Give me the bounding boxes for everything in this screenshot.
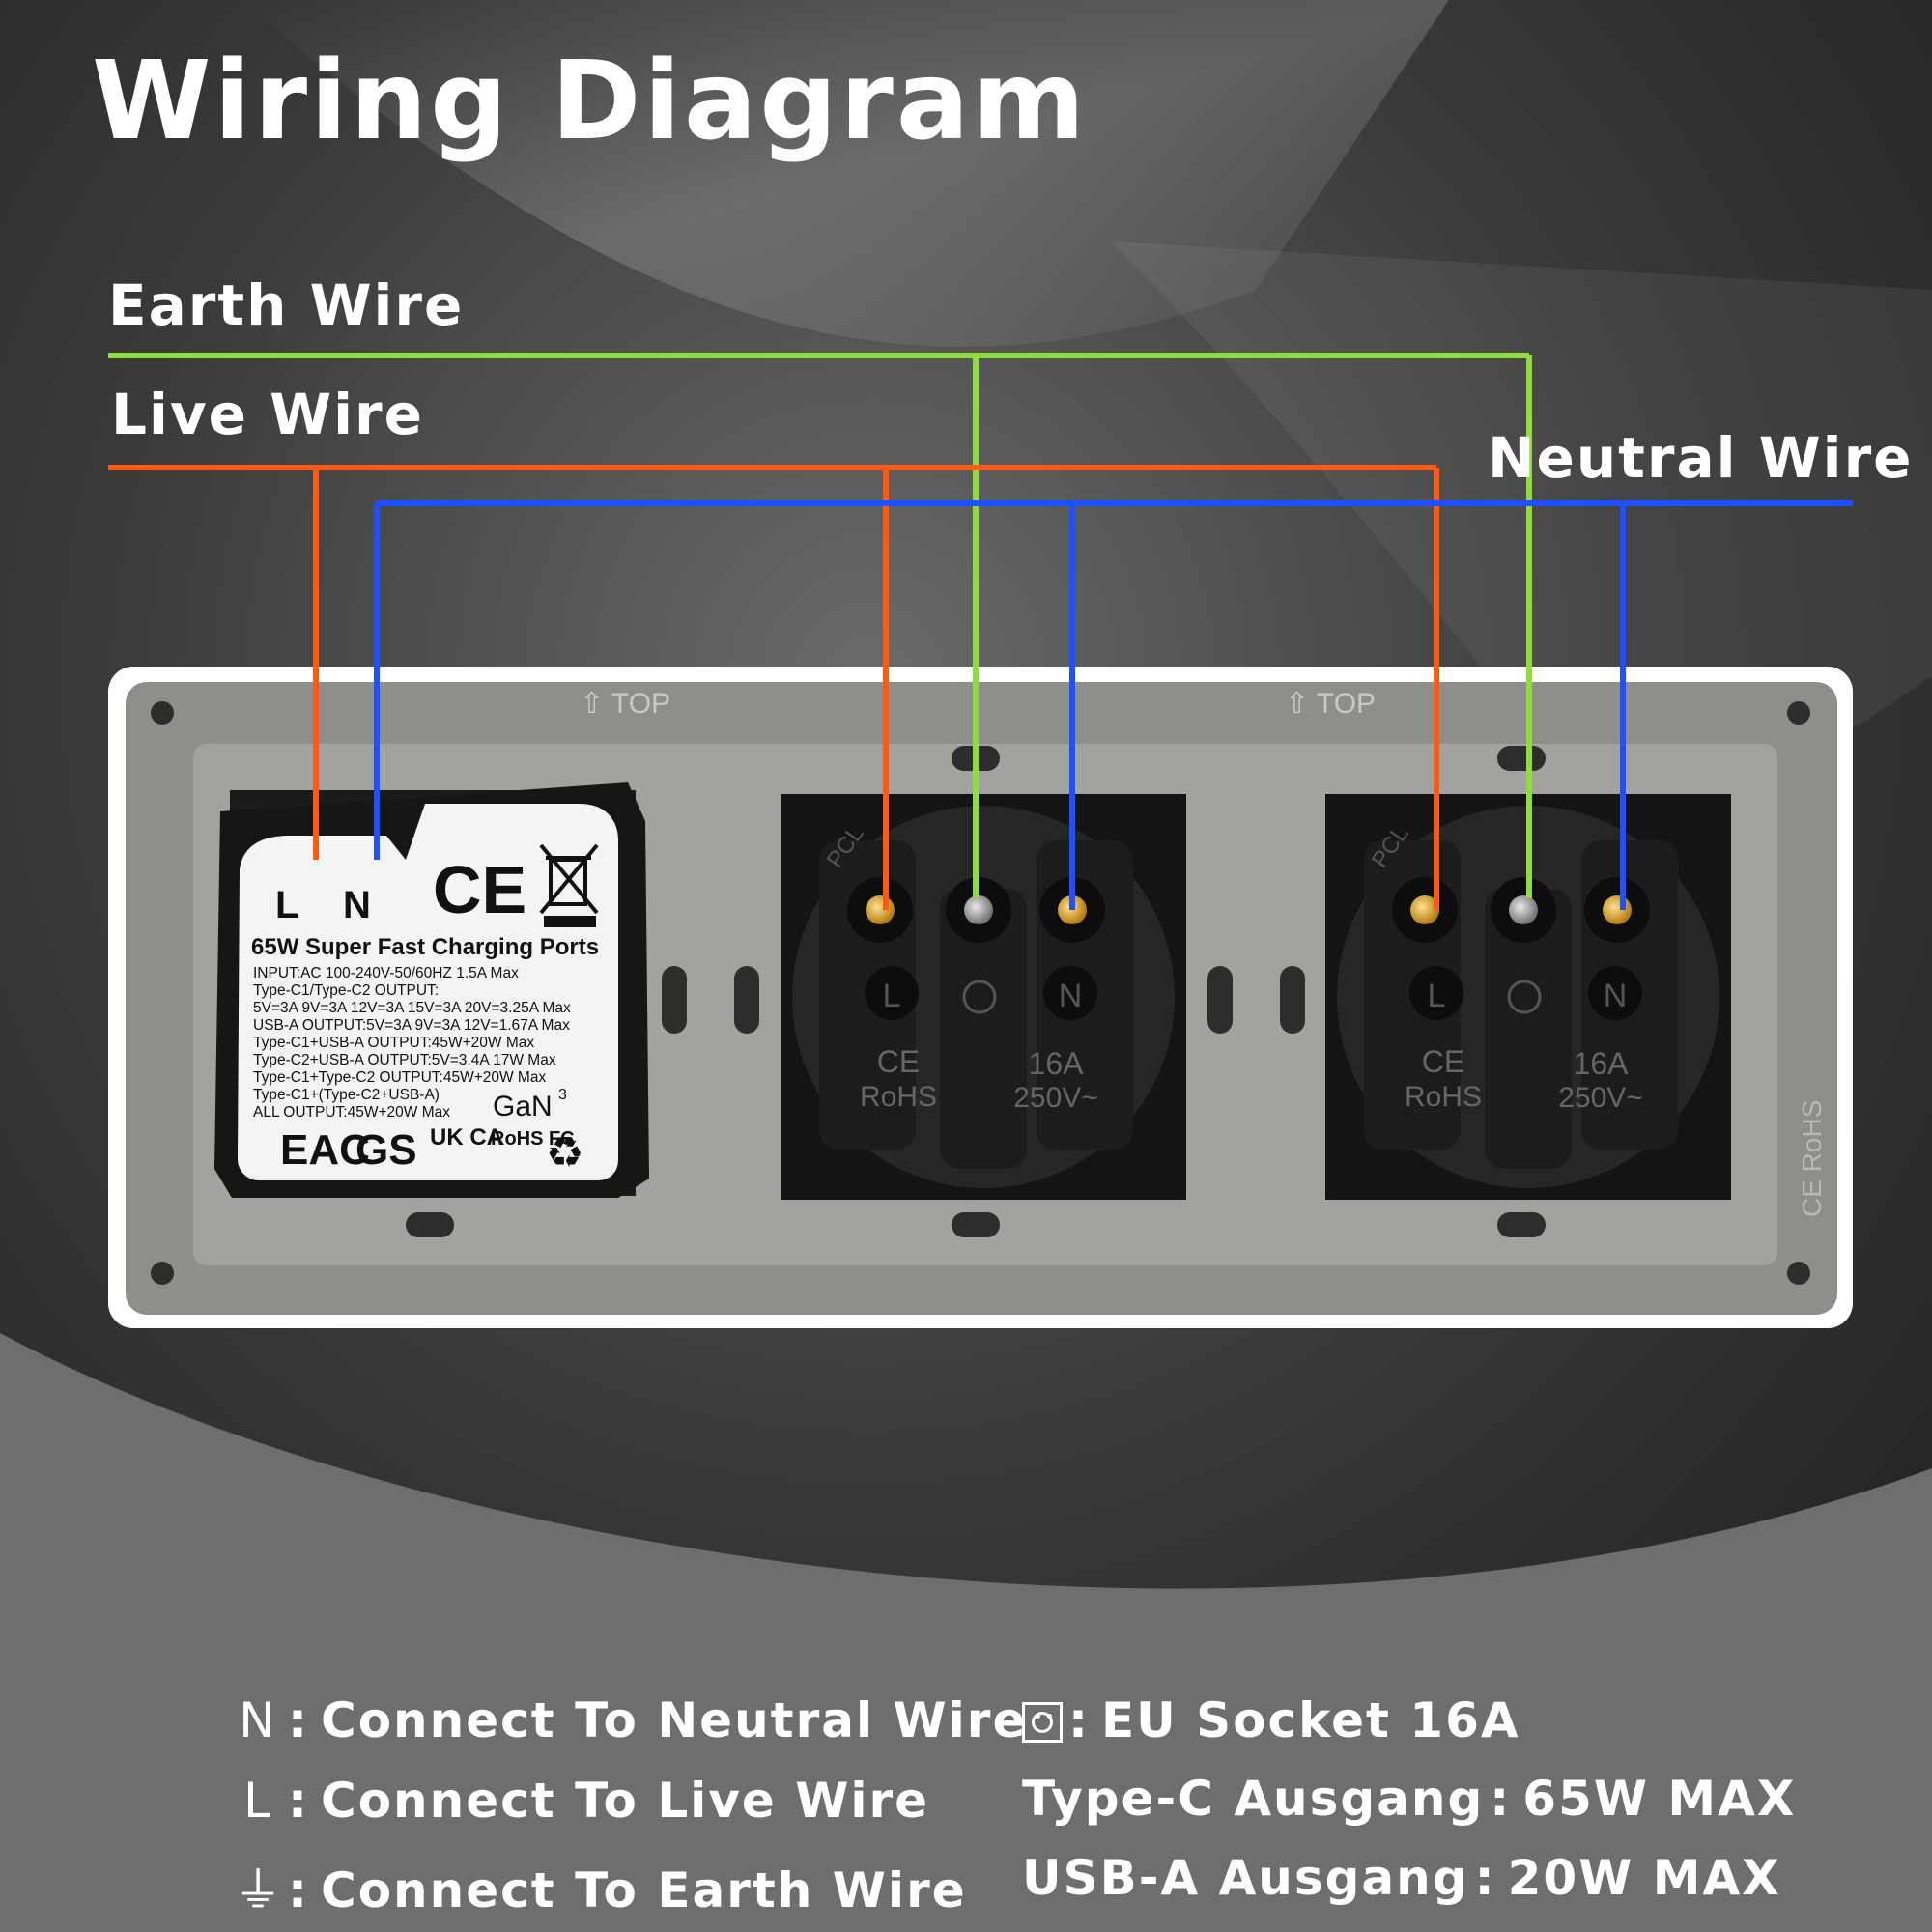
page-title: Wiring Diagram [92, 39, 1089, 164]
background-sheen [242, 0, 1449, 347]
earth-symbol-icon: ⏚ [234, 1862, 284, 1918]
legend-typec-label: Type-C Ausgang [1022, 1771, 1485, 1827]
legend-colon: : [1474, 1850, 1496, 1906]
legend-colon: : [288, 1773, 309, 1829]
top-marker-2: ⇧ TOP [1285, 688, 1376, 720]
ukca-mark: UK CA [430, 1124, 503, 1151]
terminal-n-badge [1043, 966, 1097, 1020]
earth-wire-label: Earth Wire [108, 272, 465, 338]
charger-module: L N CE 65W Super Fast Charging Ports INP… [214, 782, 649, 1198]
earth-symbol-icon [1507, 980, 1542, 1014]
legend-colon: : [288, 1862, 309, 1918]
legend-earth: ⏚:Connect To Earth Wire [234, 1852, 967, 1921]
legend-usba-label: USB-A Ausgang [1022, 1850, 1469, 1906]
legend-colon: : [1490, 1771, 1512, 1827]
legend-colon: : [1068, 1692, 1090, 1748]
charger-label-area [238, 804, 618, 1180]
wires [108, 353, 1853, 910]
socket-rating-voltage: 250V~ [1013, 1082, 1098, 1114]
socket-ce-mark: CE [1422, 1044, 1464, 1079]
socket-terminal-l: L [883, 978, 901, 1014]
socket-terminal-l: L [1428, 978, 1446, 1014]
charger-spec-line: ALL OUTPUT:45W+20W Max [253, 1104, 450, 1121]
socket-ce-mark: CE [877, 1044, 920, 1079]
charger-spec-line: 5V=3A 9V=3A 12V=3A 15V=3A 20V=3.25A Max [253, 1000, 571, 1016]
earth-terminal-screw [964, 895, 993, 924]
socket-column-e [940, 889, 1027, 1169]
side-marks: CE RoHS [1797, 1100, 1827, 1217]
socket-rohs-mark: RoHS [1405, 1081, 1482, 1113]
legend-usba-value: 20W MAX [1507, 1850, 1781, 1906]
legend-typec-value: 65W MAX [1522, 1771, 1797, 1827]
top-marker-1: ⇧ TOP [580, 688, 670, 720]
live-terminal-screw [866, 895, 895, 924]
socket-column-e [1485, 889, 1572, 1169]
earth-symbol-icon [962, 980, 997, 1014]
charger-spec-line: Type-C2+USB-A OUTPUT:5V=3.4A 17W Max [253, 1052, 556, 1068]
gan-superscript: 3 [558, 1087, 567, 1103]
weee-bin-icon [539, 843, 599, 927]
legend-neutral: N:Connect To Neutral Wire [234, 1692, 1027, 1748]
charger-heading: 65W Super Fast Charging Ports [251, 934, 599, 960]
charger-spec-line: Type-C1/Type-C2 OUTPUT: [253, 982, 439, 999]
gs-mark: GS [355, 1126, 417, 1174]
rohs-fc-mark: RoHS FC [491, 1128, 575, 1150]
socket-rating-current: 16A [1574, 1046, 1630, 1081]
eu-socket-icon [1022, 1702, 1063, 1743]
charger-terminal-l: L [275, 884, 298, 926]
legend-live: L:Connect To Live Wire [234, 1773, 929, 1829]
legend-typec: Type-C Ausgang:65W MAX [1022, 1771, 1796, 1827]
terminal-l-badge [1409, 966, 1463, 1020]
socket-terminal-n: N [1604, 978, 1628, 1014]
legend-colon: : [288, 1692, 309, 1748]
charger-spec-lines: INPUT:AC 100-240V-50/60HZ 1.5A MaxType-C… [253, 965, 571, 1121]
terminal-n-badge [1588, 966, 1642, 1020]
charger-terminal-n: N [343, 884, 371, 926]
socket-rating-voltage: 250V~ [1558, 1082, 1643, 1114]
socket-rohs-mark: RoHS [860, 1081, 937, 1113]
neutral-terminal-screw [1603, 895, 1632, 924]
legend-socket-text: EU Socket 16A [1101, 1692, 1520, 1748]
charger-spec-line: Type-C1+Type-C2 OUTPUT:45W+20W Max [253, 1069, 546, 1086]
recycle-icon: ♻ [546, 1129, 583, 1177]
bottom-panel [0, 1333, 1932, 1932]
earth-terminal-screw [1509, 895, 1538, 924]
gan-label: GaN [493, 1091, 553, 1122]
terminal-l-badge [865, 966, 919, 1020]
charger-spec-line: USB-A OUTPUT:5V=3A 9V=3A 12V=1.67A Max [253, 1017, 570, 1034]
legend-neutral-text: Connect To Neutral Wire [321, 1692, 1028, 1748]
eac-mark: EAC [280, 1126, 370, 1174]
socket-rating-current: 16A [1029, 1046, 1085, 1081]
live-terminal-screw [1410, 895, 1439, 924]
charger-spec-line: Type-C1+USB-A OUTPUT:45W+20W Max [253, 1035, 534, 1051]
live-symbol: L [243, 1773, 272, 1829]
charger-spec-line: INPUT:AC 100-240V-50/60HZ 1.5A Max [253, 965, 519, 981]
legend-socket: :EU Socket 16A [1022, 1692, 1520, 1748]
neutral-symbol: N [239, 1692, 277, 1748]
legend-live-text: Connect To Live Wire [321, 1773, 930, 1829]
neutral-wire-label: Neutral Wire [1488, 425, 1914, 491]
live-wire-label: Live Wire [111, 382, 424, 447]
legend-usba: USB-A Ausgang:20W MAX [1022, 1850, 1781, 1906]
socket-terminal-n: N [1059, 978, 1083, 1014]
legend-earth-text: Connect To Earth Wire [321, 1862, 967, 1918]
charger-spec-line: Type-C1+(Type-C2+USB-A) [253, 1087, 440, 1103]
ce-mark: CE [433, 852, 526, 927]
